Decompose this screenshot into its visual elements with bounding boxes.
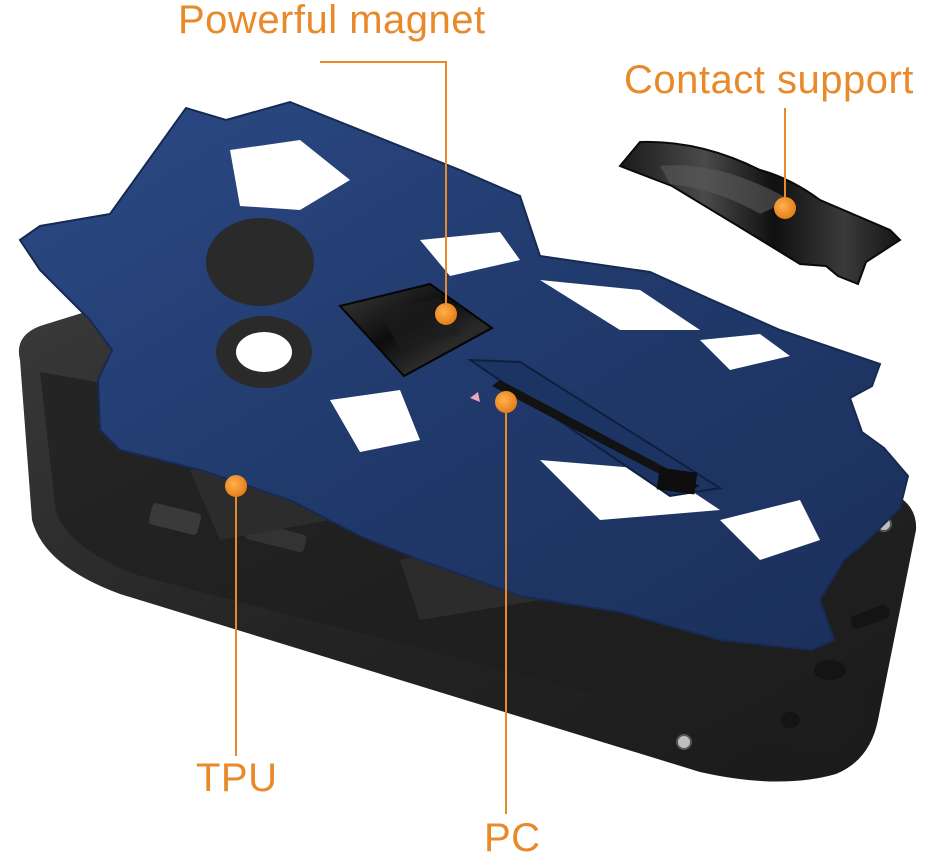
tpu-dot xyxy=(225,475,247,497)
pc-dot xyxy=(495,391,517,413)
pc-label: PC xyxy=(484,816,541,860)
callout-dots xyxy=(225,197,796,497)
tpu-label: TPU xyxy=(196,756,278,800)
callout-leaders xyxy=(235,61,786,814)
magnet-leader-line xyxy=(320,61,447,312)
pc-frame xyxy=(18,100,910,652)
contact-support-clip xyxy=(618,140,902,286)
magnet-dot xyxy=(435,303,457,325)
contact-support-label: Contact support xyxy=(624,58,914,102)
powerful-magnet-label: Powerful magnet xyxy=(178,0,486,42)
contact-dot xyxy=(774,197,796,219)
